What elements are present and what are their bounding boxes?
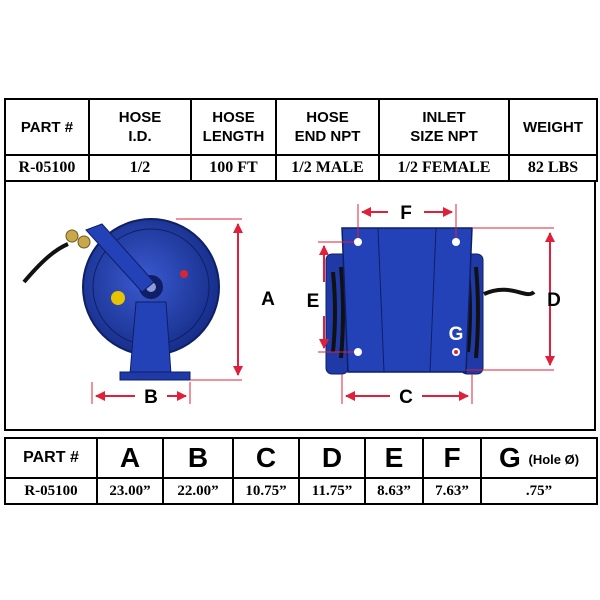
side-view-reel — [22, 218, 220, 381]
diagram-svg: A B — [22, 203, 561, 408]
label-c: C — [399, 387, 413, 408]
label-d: D — [547, 290, 561, 311]
dim-f: 7.63” — [422, 477, 482, 505]
spec-hose-length: 100 FT — [190, 154, 277, 182]
dim-header-row: PART # A B C D E F G (Hole Ø) — [4, 437, 598, 479]
label-b: B — [144, 387, 158, 408]
dim-header-c: C — [232, 437, 300, 479]
label-f: F — [400, 203, 412, 224]
front-view-reel — [325, 227, 536, 375]
dim-part-number: R-05100 — [4, 477, 98, 505]
dimension-e: E — [307, 241, 354, 353]
diagram-panel: A B — [4, 180, 596, 431]
spec-part-number: R-05100 — [4, 154, 90, 182]
label-e: E — [307, 291, 320, 312]
dimension-table: PART # A B C D E F G (Hole Ø) R-05100 23… — [4, 437, 598, 505]
dim-g: .75” — [480, 477, 598, 505]
dimension-f: F — [357, 203, 457, 238]
dim-header-d: D — [298, 437, 366, 479]
dim-d: 11.75” — [298, 477, 366, 505]
label-a: A — [261, 289, 275, 310]
spec-header-part: PART # — [4, 98, 90, 156]
spec-weight: 82 LBS — [508, 154, 598, 182]
dimension-b: B — [91, 382, 191, 408]
spec-value-row: R-05100 1/2 100 FT 1/2 MALE 1/2 FEMALE 8… — [4, 154, 598, 182]
dim-header-e: E — [364, 437, 424, 479]
dim-e: 8.63” — [364, 477, 424, 505]
label-g: G — [449, 324, 464, 345]
dimension-d: D — [466, 227, 561, 371]
dimension-c: C — [341, 374, 473, 408]
dim-value-row: R-05100 23.00” 22.00” 10.75” 11.75” 8.63… — [4, 477, 598, 505]
dim-a: 23.00” — [96, 477, 164, 505]
dim-header-g: G (Hole Ø) — [480, 437, 598, 479]
dim-header-g-letter: G — [498, 442, 521, 473]
dim-header-part: PART # — [4, 437, 98, 479]
dim-header-b: B — [162, 437, 234, 479]
dim-c: 10.75” — [232, 477, 300, 505]
dim-b: 22.00” — [162, 477, 234, 505]
spec-header-weight: WEIGHT — [508, 98, 598, 156]
dimension-a: A — [176, 218, 275, 381]
spec-hose-id: 1/2 — [88, 154, 192, 182]
dimension-g: G — [449, 324, 464, 354]
dim-header-g-note: (Hole Ø) — [528, 452, 580, 468]
spec-inlet: 1/2 FEMALE — [378, 154, 510, 182]
dim-header-f: F — [422, 437, 482, 479]
spec-hose-end: 1/2 MALE — [275, 154, 380, 182]
dim-header-a: A — [96, 437, 164, 479]
